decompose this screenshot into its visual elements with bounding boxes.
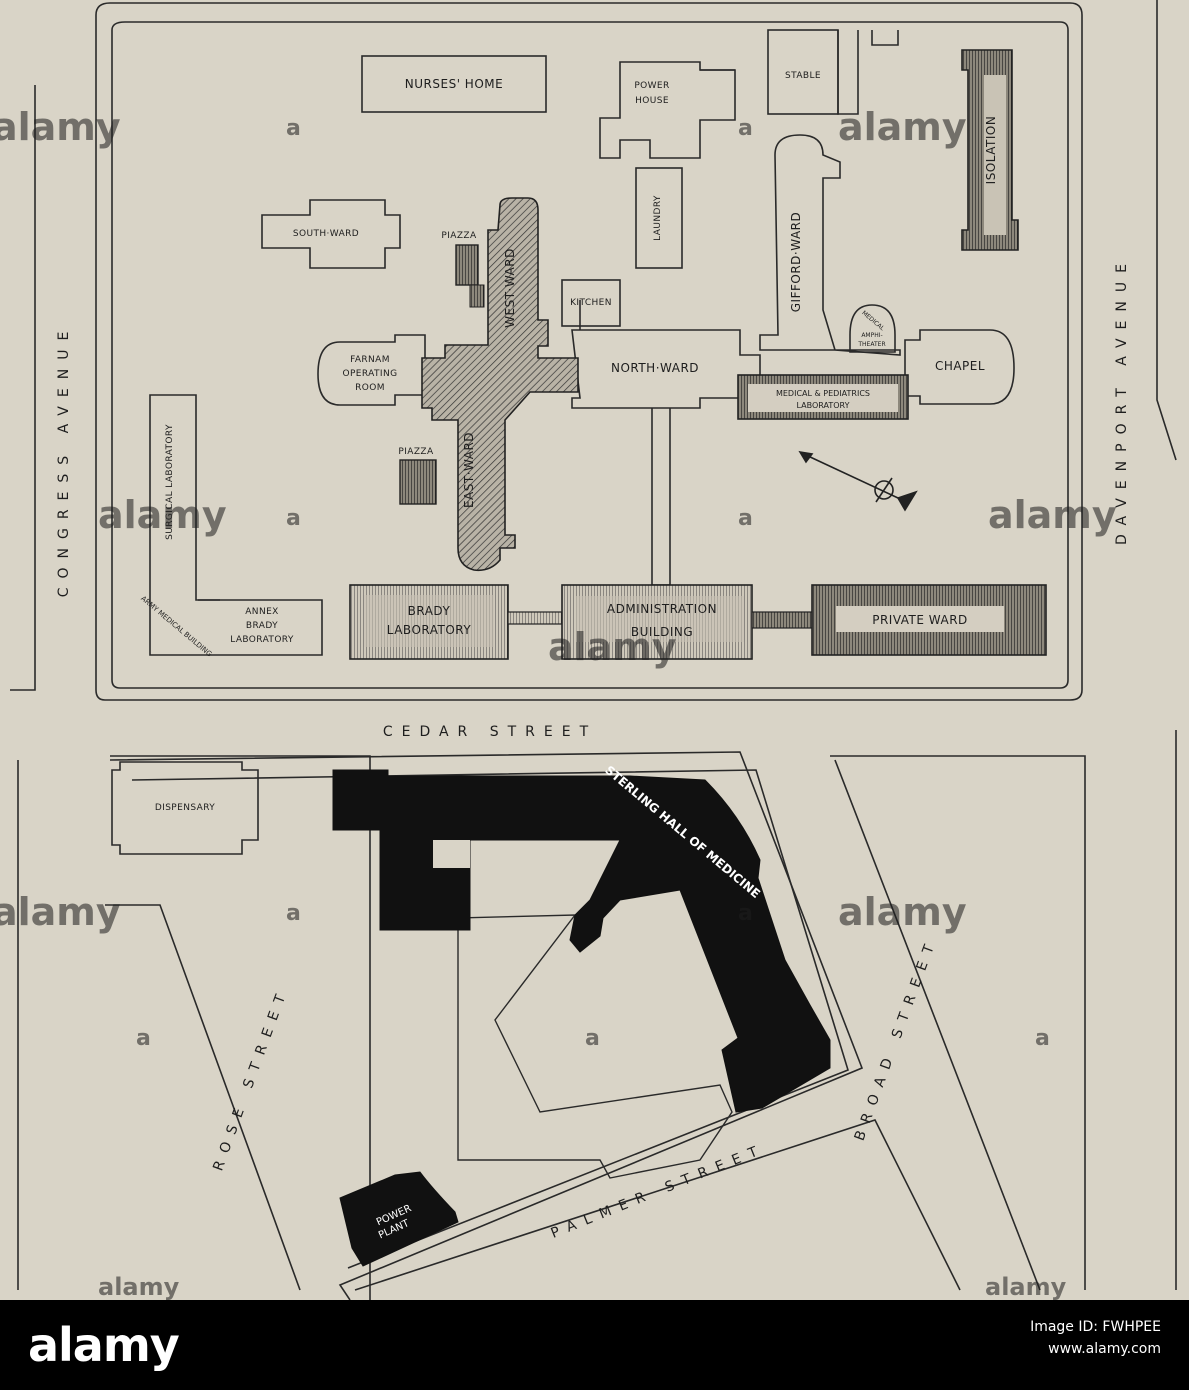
watermark-mark: a xyxy=(1035,1026,1050,1051)
admin-label-2: BUILDING xyxy=(631,625,693,639)
farnam-label-3: ROOM xyxy=(355,383,385,393)
med-ped-label-1: MEDICAL & PEDIATRICS xyxy=(776,389,870,398)
campus-map: NURSES' HOME POWER HOUSE STABLE ISOLATIO… xyxy=(0,0,1177,1300)
amphitheater-label-3: THEATER xyxy=(857,341,885,348)
amphitheater-label-2: AMPHI- xyxy=(861,332,882,339)
north-corridor xyxy=(651,408,671,586)
surgical-lab-building xyxy=(149,394,323,656)
dispensary-building xyxy=(111,761,259,855)
watermark-text: alamy xyxy=(98,1273,180,1300)
broad-street-east-edge xyxy=(834,759,1041,1291)
sterling-hall-of-medicine xyxy=(332,769,831,1113)
piazza-east xyxy=(399,459,437,505)
watermark-mark: a xyxy=(585,1026,600,1051)
davenport-avenue-east-edge xyxy=(1156,0,1177,461)
west-east-ward-hatched xyxy=(421,197,579,572)
palmer-street-label: PALMER STREET xyxy=(549,1141,769,1242)
gifford-ward-label: GIFFORD·WARD xyxy=(789,212,803,312)
watermark-text: alamy xyxy=(985,1273,1067,1300)
west-ward-label: WEST·WARD xyxy=(503,248,517,328)
piazza-west xyxy=(455,244,479,286)
compass-arrow-icon xyxy=(798,450,918,512)
nurses-home-label: NURSES' HOME xyxy=(405,77,503,91)
cedar-street-label: CEDAR STREET xyxy=(383,724,597,740)
watermark-mark: a xyxy=(738,116,753,141)
south-ward-label: SOUTH·WARD xyxy=(293,229,359,239)
broad-street-label: BROAD STREET xyxy=(852,934,941,1143)
farnam-label-2: OPERATING xyxy=(342,369,397,379)
admin-private-connector xyxy=(751,611,815,629)
watermark-text: alamy xyxy=(988,493,1117,537)
brady-admin-connector xyxy=(507,611,563,625)
stable-label: STABLE xyxy=(785,71,821,81)
footer-bar: alamy Image ID: FWHPEE www.alamy.com xyxy=(0,1300,1189,1390)
hospital-block-inner xyxy=(111,21,1069,689)
laundry-building xyxy=(635,167,683,269)
image-info: Image ID: FWHPEE www.alamy.com xyxy=(1030,1316,1161,1360)
south-ward-building xyxy=(261,199,401,269)
kitchen-building xyxy=(561,279,621,327)
brady-lab-label-1: BRADY xyxy=(408,604,451,618)
sterling-hall-outline xyxy=(379,914,733,1179)
hospital-block-outer xyxy=(95,2,1083,701)
farnam-label-1: FARNAM xyxy=(350,355,390,365)
gifford-ward-building xyxy=(759,134,901,356)
power-house-label-1: POWER xyxy=(634,81,669,91)
chapel-building xyxy=(904,329,1015,405)
watermark-mark: a xyxy=(286,116,301,141)
watermark-mark: a xyxy=(738,901,753,926)
brady-lab-label-2: LABORATORY xyxy=(387,623,472,637)
watermark-mark: a xyxy=(286,506,301,531)
watermark-mark: a xyxy=(286,901,301,926)
laundry-label: LAUNDRY xyxy=(653,195,663,241)
chapel-label: CHAPEL xyxy=(935,359,985,373)
farnam-building xyxy=(317,334,426,406)
watermark-text: alamy xyxy=(0,105,121,149)
image-id: Image ID: FWHPEE xyxy=(1030,1319,1161,1335)
watermark-text: alamy xyxy=(548,625,677,669)
palmer-street-south-edge xyxy=(354,1119,961,1291)
annex-label-2: BRADY xyxy=(246,621,278,631)
congress-avenue-west-edge xyxy=(10,85,36,691)
kitchen-label: KITCHEN xyxy=(570,298,612,308)
block-inner-lot xyxy=(131,769,849,1269)
davenport-avenue-label: DAVENPORT AVENUE xyxy=(1114,255,1130,545)
power-plant xyxy=(339,1171,459,1267)
medical-amphitheater xyxy=(849,304,896,353)
amphitheater-label-1: MEDICAL xyxy=(860,309,886,332)
watermark-text: alamy xyxy=(98,493,227,537)
north-ward-label: NORTH·WARD xyxy=(611,361,699,375)
watermark-text: alamy xyxy=(838,890,967,934)
site-url: www.alamy.com xyxy=(1048,1341,1161,1357)
rose-street-west-edge xyxy=(105,904,301,1291)
block-east xyxy=(830,755,1086,1290)
power-house-building xyxy=(599,61,736,159)
surgical-lab-label: SURGICAL LABORATORY xyxy=(165,424,175,540)
stable-annex xyxy=(837,30,899,115)
watermark-mark: a xyxy=(136,1026,151,1051)
med-ped-label-2: LABORATORY xyxy=(797,401,850,410)
annex-label-3: LABORATORY xyxy=(230,635,294,645)
nurses-home-building xyxy=(361,55,547,113)
alamy-logo: alamy xyxy=(28,1318,180,1372)
piazza-label-east: PIAZZA xyxy=(398,447,434,457)
watermark-text: alamy xyxy=(838,105,967,149)
private-ward-label: PRIVATE WARD xyxy=(872,613,968,627)
block-south-center-outline xyxy=(109,751,864,1300)
power-house-label-2: HOUSE xyxy=(635,96,669,106)
watermark-mark: a xyxy=(738,506,753,531)
admin-label-1: ADMINISTRATION xyxy=(607,602,717,616)
dispensary-label: DISPENSARY xyxy=(155,803,215,813)
isolation-label: ISOLATION xyxy=(984,116,998,185)
watermark-text: alamy xyxy=(0,890,121,934)
piazza-label-west: PIAZZA xyxy=(441,231,477,241)
annex-label-1: ANNEX xyxy=(245,607,278,617)
congress-avenue-label: CONGRESS AVENUE xyxy=(56,323,72,598)
east-ward-label: EAST·WARD xyxy=(462,432,476,508)
